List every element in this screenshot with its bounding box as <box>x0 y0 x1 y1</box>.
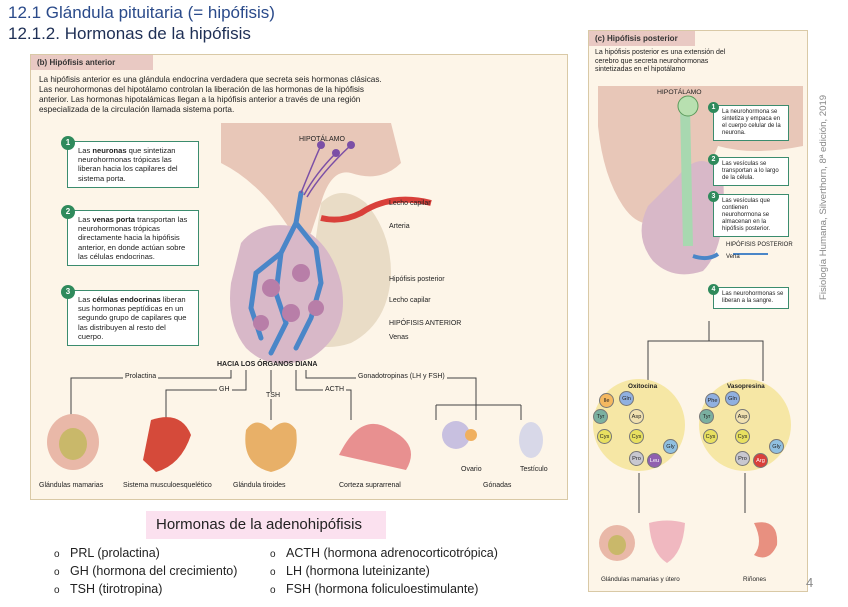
list-item: GH (hormona del crecimiento) <box>54 563 237 581</box>
aa-residue: Pro <box>735 451 750 466</box>
c-step-text: Las neurohormonas se liberan a la sangre… <box>722 291 784 304</box>
c-target-mamarias: Glándulas mamarias y útero <box>601 576 680 583</box>
list-item: FSH (hormona foliculoestimulante) <box>270 581 498 599</box>
target-corteza: Corteza suprarrenal <box>339 482 401 489</box>
c-step-3: 3 Las vesículas que contienen neurohormo… <box>708 191 789 237</box>
panel-posterior-pituitary: (c) Hipófisis posterior La hipófisis pos… <box>588 30 808 592</box>
c-step-number: 1 <box>708 102 719 113</box>
label-c-vena: Vena <box>726 254 740 260</box>
c-step-4: 4 Las neurohormonas se liberan a la sang… <box>708 284 789 309</box>
summary-list-left: PRL (prolactina) GH (hormona del crecimi… <box>54 545 237 599</box>
label-c-hipotalamo: HIPOTÁLAMO <box>657 89 702 96</box>
step-text: que sintetizan neurohormonas trópicas la… <box>78 146 178 183</box>
label-hacia-organos: HACIA LOS ÓRGANOS DIANA <box>217 361 318 368</box>
c-step-number: 4 <box>708 284 719 295</box>
aa-residue: Pro <box>629 451 644 466</box>
label-lecho-capilar-2: Lecho capilar <box>389 297 431 304</box>
aa-residue: Cys <box>703 429 718 444</box>
target-organs-illustration <box>47 414 543 472</box>
step-text: liberan sus hormonas peptídicas en un se… <box>78 295 187 341</box>
c-target-organs <box>599 473 778 563</box>
target-musculo: Sistema musculoesquelético <box>123 482 212 489</box>
panel-c-intro: La hipófisis posterior es una extensión … <box>595 49 726 74</box>
page-number: 4 <box>806 575 814 590</box>
list-item: TSH (tirotropina) <box>54 581 237 599</box>
aa-residue: Cys <box>597 429 612 444</box>
aa-residue: Tyr <box>699 409 714 424</box>
label-arteria: Arteria <box>389 223 410 230</box>
step-1-neurons: 1 Las neuronas que sintetizan neurohormo… <box>61 136 199 188</box>
list-item: LH (hormona luteinizante) <box>270 563 498 581</box>
panel-b-header: (b) Hipófisis anterior <box>31 55 153 70</box>
c-step-text: La neurohormona se sintetiza y empaca en… <box>722 109 781 136</box>
slide-subtitle: 12.1.2. Hormonas de la hipófisis <box>8 24 251 43</box>
aa-residue: Tyr <box>593 409 608 424</box>
aa-residue: Gln <box>725 391 740 406</box>
step-text: transportan las neurohormonas trópicas d… <box>78 215 188 261</box>
step-3-endocrine-cells: 3 Las células endocrinas liberan sus hor… <box>61 285 199 347</box>
target-ovario: Ovario <box>461 466 482 473</box>
label-lecho-capilar-1: Lecho capilar <box>389 200 431 207</box>
c-step-number: 3 <box>708 191 719 202</box>
step-2-portal-veins: 2 Las venas porta transportan las neuroh… <box>61 205 199 267</box>
target-tiroides: Glándula tiroides <box>233 482 286 489</box>
aa-residue: Phe <box>705 393 720 408</box>
panel-b-intro: La hipófisis anterior es una glándula en… <box>39 75 382 114</box>
hormone-acth: ACTH <box>323 386 347 393</box>
anterior-pituitary-illustration <box>221 123 432 364</box>
oxitocina-name: Oxitocina <box>628 383 658 390</box>
aa-residue: Gly <box>663 439 678 454</box>
step-number: 3 <box>61 285 75 299</box>
step-text: Las <box>78 295 93 304</box>
step-text: Las <box>78 215 93 224</box>
credit-text: Fisiología Humana, Silverthorn, 8ª edici… <box>818 94 829 300</box>
label-c-hipofisis-posterior: HIPÓFISIS POSTERIOR <box>726 242 793 248</box>
step-text: Las <box>78 146 93 155</box>
c-step-1: 1 La neurohormona se sintetiza y empaca … <box>708 102 789 141</box>
aa-residue: Leu <box>647 453 662 468</box>
label-venas: Venas <box>389 334 409 341</box>
aa-residue: Arg <box>753 453 768 468</box>
step-bold: venas porta <box>92 215 135 224</box>
step-number: 2 <box>61 205 75 219</box>
aa-residue: Gln <box>619 391 634 406</box>
aa-residue: Asp <box>629 409 644 424</box>
hormone-prolactina: Prolactina <box>123 373 159 380</box>
panel-c-header: (c) Hipófisis posterior <box>589 31 695 46</box>
summary-list-right: ACTH (hormona adrenocorticotrópica) LH (… <box>270 545 498 599</box>
c-step-text: Las vesículas que contienen neurohormona… <box>722 198 771 232</box>
c-tree-lines <box>647 321 764 381</box>
slide-title: 12.1 Glándula pituitaria (= hipófisis) <box>8 3 275 22</box>
label-hipofisis-anterior: HIPÓFISIS ANTERIOR <box>389 320 462 327</box>
list-item: PRL (prolactina) <box>54 545 237 563</box>
hormone-gh: GH <box>217 386 232 393</box>
aa-residue: Cys <box>735 429 750 444</box>
step-number: 1 <box>61 136 75 150</box>
summary-heading: Hormonas de la adenohipófisis <box>146 511 386 539</box>
c-step-number: 2 <box>708 154 719 165</box>
hormone-tsh: TSH <box>264 392 282 399</box>
target-testiculo: Testículo <box>520 466 548 473</box>
aa-residue: Ile <box>599 393 614 408</box>
step-bold: neuronas <box>92 146 127 155</box>
aa-residue: Cys <box>629 429 644 444</box>
label-hipofisis-posterior: Hipófisis posterior <box>389 276 445 283</box>
step-bold: células endocrinas <box>92 295 161 304</box>
target-gonadas: Gónadas <box>483 482 512 489</box>
label-hipotalamo: HIPOTÁLAMO <box>299 136 345 143</box>
aa-residue: Asp <box>735 409 750 424</box>
hormone-gonadotropinas: Gonadotropinas (LH y FSH) <box>356 373 447 380</box>
list-item: ACTH (hormona adrenocorticotrópica) <box>270 545 498 563</box>
aa-residue: Gly <box>769 439 784 454</box>
vasopresina-name: Vasopresina <box>727 383 765 390</box>
panel-anterior-pituitary: (b) Hipófisis anterior La hipófisis ante… <box>30 54 568 500</box>
c-step-text: Las vesículas se transportan a lo largo … <box>722 161 779 181</box>
c-step-2: 2 Las vesículas se transportan a lo larg… <box>708 154 789 186</box>
target-mamarias: Glándulas mamarias <box>39 482 104 489</box>
c-target-rinones: Riñones <box>743 576 767 583</box>
